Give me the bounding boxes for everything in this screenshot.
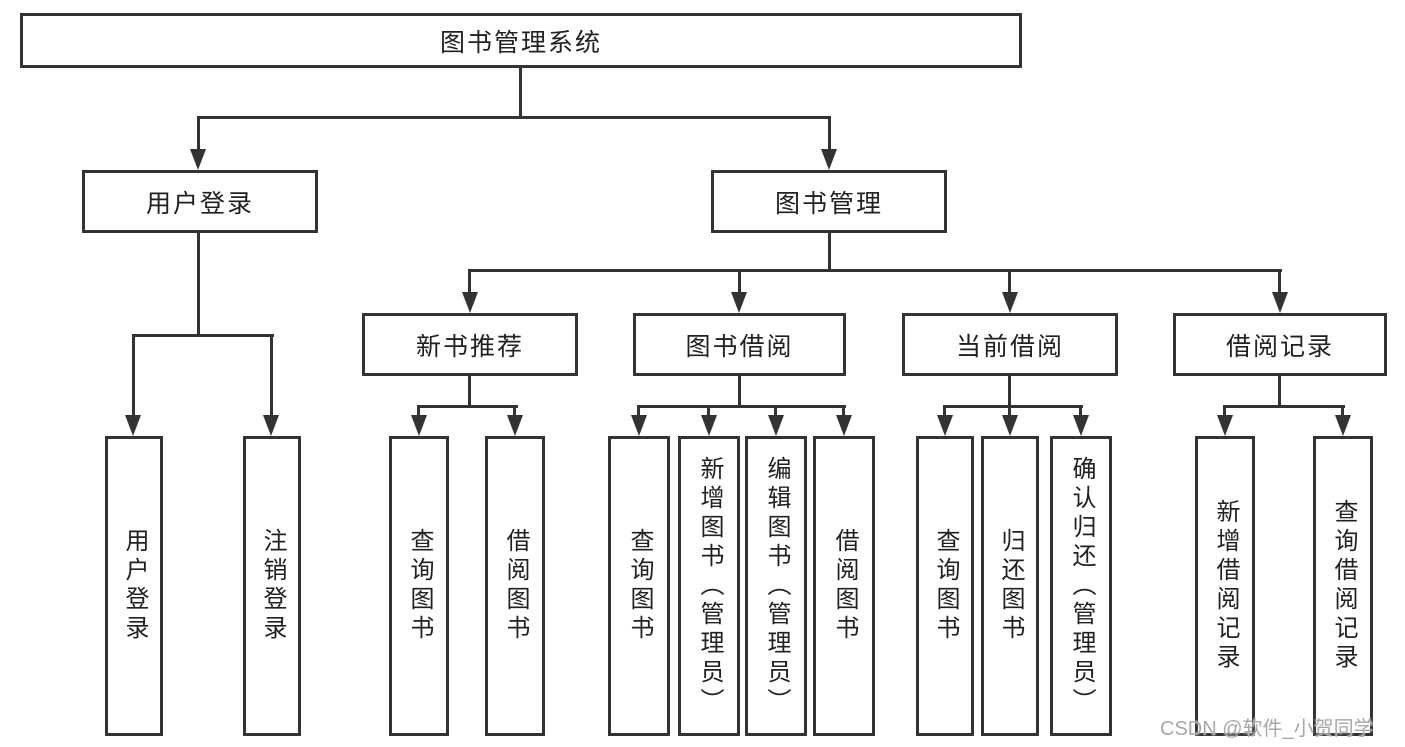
connector-line [197, 233, 200, 336]
connector-line [1341, 405, 1344, 417]
arrow-down-icon [937, 415, 953, 436]
connector-line [943, 405, 946, 417]
node-edit-book-admin: 编辑图书（管理员） [745, 436, 807, 736]
connector-line [842, 405, 845, 417]
arrow-down-icon [263, 415, 279, 436]
node-query-borrow-record: 查询借阅记录 [1313, 436, 1373, 736]
connector-line [468, 269, 471, 293]
connector-line [1008, 269, 1011, 293]
node-user-login-action: 用户登录 [105, 436, 163, 736]
connector-line [1223, 405, 1226, 417]
node-query-books: 查询图书 [389, 436, 449, 736]
node-borrow-books: 借阅图书 [485, 436, 545, 736]
connector-line [1223, 405, 1345, 408]
connector-line [132, 334, 135, 416]
node-query-books: 查询图书 [608, 436, 670, 736]
node-query-books: 查询图书 [916, 436, 974, 736]
node-add-borrow-record: 新增借阅记录 [1195, 436, 1255, 736]
arrow-down-icon [462, 292, 478, 313]
arrow-down-icon [1002, 415, 1018, 436]
arrow-down-icon [507, 415, 523, 436]
arrow-down-icon [1002, 292, 1018, 313]
connector-line [1079, 405, 1082, 417]
arrow-down-icon [768, 415, 784, 436]
connector-line [132, 334, 274, 337]
connector-line [1008, 405, 1011, 417]
arrow-down-icon [701, 415, 717, 436]
node-user-login: 用户登录 [82, 170, 318, 233]
connector-line [1278, 376, 1281, 407]
arrow-down-icon [190, 149, 206, 170]
node-current-borrowing: 当前借阅 [902, 313, 1118, 376]
node-confirm-return-admin: 确认归还（管理员） [1050, 436, 1112, 736]
connector-line [197, 116, 831, 119]
arrow-down-icon [1272, 292, 1288, 313]
node-borrowing-records: 借阅记录 [1173, 313, 1387, 376]
connector-line [637, 405, 640, 417]
connector-line [197, 116, 200, 151]
node-new-book-recommend: 新书推荐 [362, 313, 578, 376]
watermark-text: CSDN @软件_小贺同学 [1160, 718, 1374, 740]
connector-line [519, 68, 522, 118]
connector-line [738, 376, 741, 407]
arrow-down-icon [631, 415, 647, 436]
connector-line [1008, 376, 1011, 407]
arrow-down-icon [836, 415, 852, 436]
connector-line [774, 405, 777, 417]
arrow-down-icon [1073, 415, 1089, 436]
arrow-down-icon [125, 415, 141, 436]
node-borrow-books: 借阅图书 [813, 436, 875, 736]
connector-line [738, 269, 741, 293]
connector-line [417, 405, 518, 408]
connector-line [828, 116, 831, 151]
node-add-book-admin: 新增图书（管理员） [678, 436, 740, 736]
node-book-management: 图书管理 [711, 170, 947, 233]
arrow-down-icon [731, 292, 747, 313]
connector-line [828, 233, 831, 271]
connector-line [943, 405, 1083, 408]
connector-line [637, 405, 846, 408]
node-return-book: 归还图书 [981, 436, 1039, 736]
arrow-down-icon [821, 149, 837, 170]
arrow-down-icon [411, 415, 427, 436]
connector-line [707, 405, 710, 417]
arrow-down-icon [1335, 415, 1351, 436]
connector-line [513, 405, 516, 417]
connector-line [468, 376, 471, 407]
node-book-borrowing: 图书借阅 [633, 313, 846, 376]
arrow-down-icon [1217, 415, 1233, 436]
connector-line [417, 405, 420, 417]
connector-line [270, 334, 273, 416]
connector-line [468, 269, 1282, 272]
node-library-management-system: 图书管理系统 [20, 13, 1022, 68]
node-logout-action: 注销登录 [243, 436, 301, 736]
connector-line [1278, 269, 1281, 293]
